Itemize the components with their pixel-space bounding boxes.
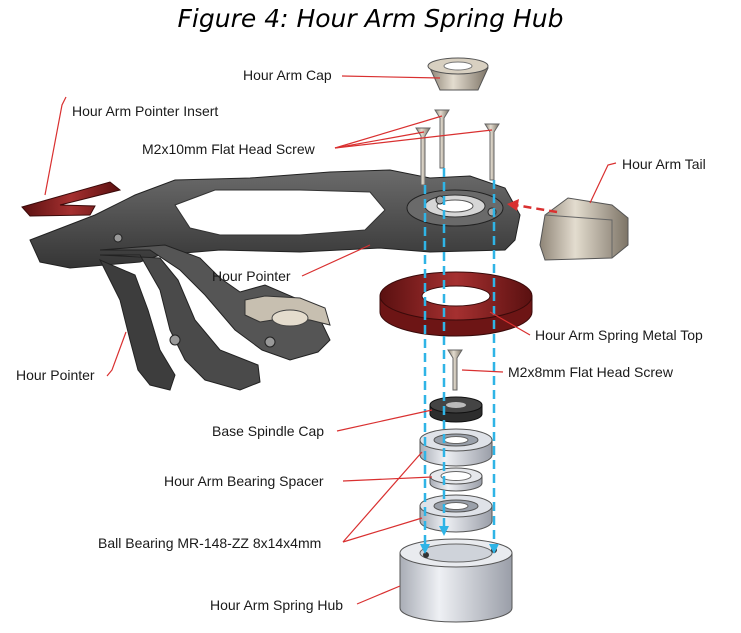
hour-arm-cap (427, 57, 489, 91)
label-m2x10-screw: M2x10mm Flat Head Screw (142, 141, 315, 157)
hour-arm-spring-hub (399, 538, 513, 623)
label-hour-arm-spring-metal-top: Hour Arm Spring Metal Top (535, 327, 703, 343)
label-hour-arm-cap: Hour Arm Cap (243, 67, 332, 83)
label-hour-arm-pointer-insert: Hour Arm Pointer Insert (72, 103, 219, 119)
lower-ball-bearing (419, 494, 493, 533)
hour-arm-pointer-insert (21, 181, 122, 217)
hour-arm-tail (539, 197, 629, 261)
label-base-spindle-cap: Base Spindle Cap (212, 423, 325, 439)
axis-arrowheads (420, 526, 499, 554)
hour-arm-bearing-spacer (429, 467, 483, 492)
label-hour-pointer-lower: Hour Pointer (16, 367, 95, 383)
base-spindle-cap (429, 396, 483, 423)
label-hour-arm-tail: Hour Arm Tail (622, 156, 706, 172)
hour-pointer-body (29, 169, 521, 391)
leader-lines (44, 75, 617, 605)
label-hour-arm-bearing-spacer: Hour Arm Bearing Spacer (164, 473, 324, 489)
upper-ball-bearing (419, 428, 493, 467)
label-ball-bearing: Ball Bearing MR-148-ZZ 8x14x4mm (98, 535, 322, 551)
label-hour-pointer-upper: Hour Pointer (212, 268, 291, 284)
figure-title: Figure 4: Hour Arm Spring Hub (177, 4, 564, 33)
hour-arm-spring-metal-top (379, 271, 533, 337)
assembly-axes (423, 168, 496, 548)
m2x8-screw (447, 349, 463, 391)
tail-insertion-arrow (507, 199, 558, 214)
label-hour-arm-spring-hub: Hour Arm Spring Hub (210, 597, 344, 613)
m2x10-screws (415, 109, 500, 186)
label-m2x8-screw: M2x8mm Flat Head Screw (508, 364, 673, 380)
